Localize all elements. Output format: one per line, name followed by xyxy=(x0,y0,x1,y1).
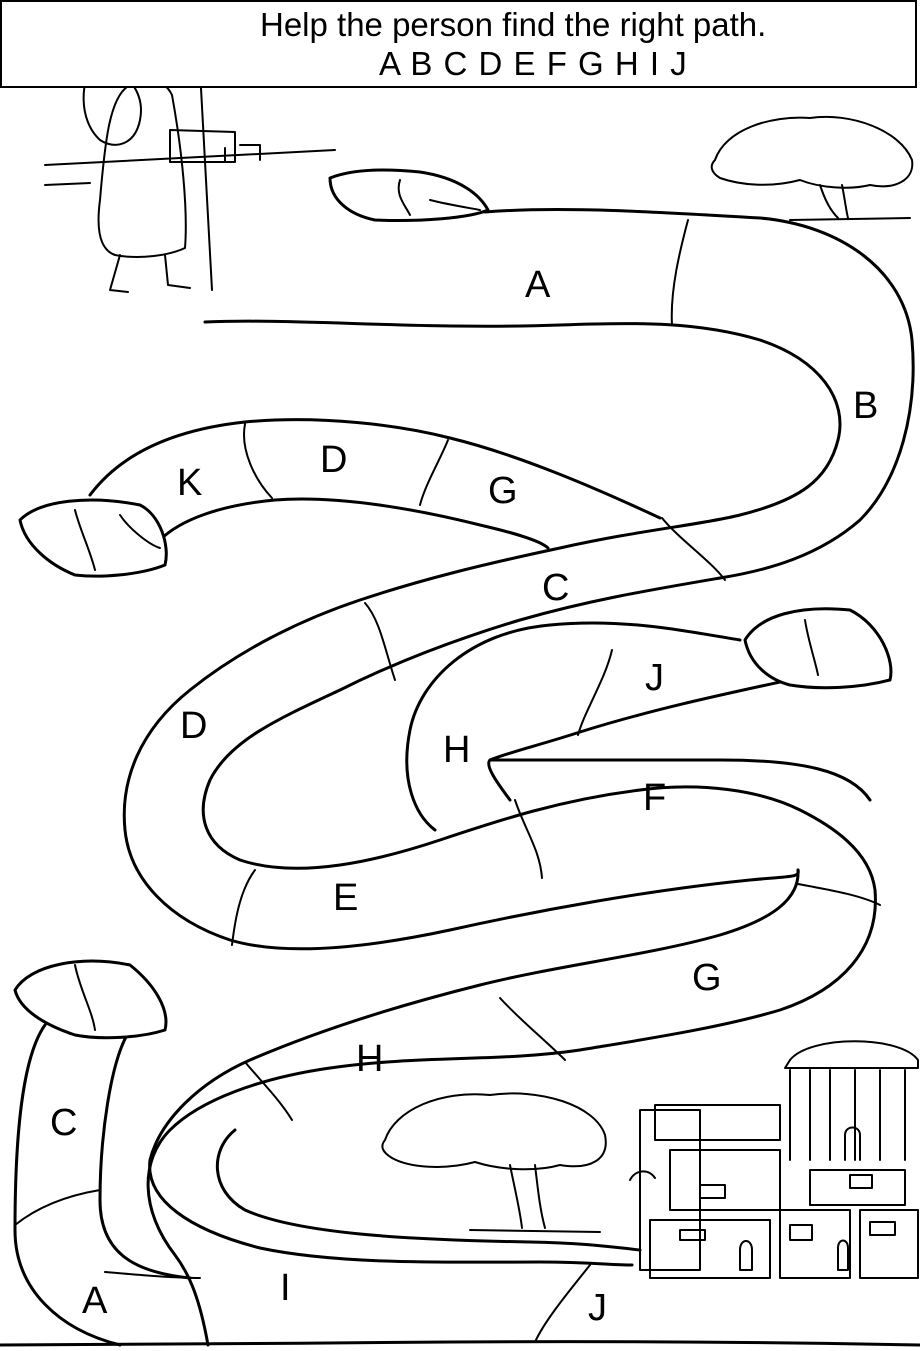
rock-icon xyxy=(743,607,893,690)
label-c-middle: C xyxy=(542,567,569,609)
label-c-lower: C xyxy=(50,1102,77,1144)
label-a-bottom: A xyxy=(82,1280,108,1322)
tree-icon xyxy=(710,115,914,221)
label-g-lower: G xyxy=(692,957,722,999)
label-j-lower: J xyxy=(588,1287,607,1329)
label-j-upper: J xyxy=(645,657,664,699)
city-illustration xyxy=(629,1040,919,1279)
label-h-lower: H xyxy=(356,1038,383,1080)
instruction-box: Help the person find the right path. A B… xyxy=(0,0,917,88)
rock-icon xyxy=(13,959,168,1040)
tree-icon xyxy=(381,1092,607,1233)
label-a-top: A xyxy=(525,264,551,306)
label-d-middle: D xyxy=(180,705,207,747)
label-b: B xyxy=(853,385,878,427)
label-d-upper: D xyxy=(320,439,347,481)
label-h-upper: H xyxy=(443,729,470,771)
winding-road xyxy=(0,208,920,1347)
path-labels: A B K D G C J D H F E G H C A I J xyxy=(50,264,878,1329)
label-g-upper: G xyxy=(488,470,518,512)
letter-sequence: A B C D E F G H I J xyxy=(379,45,688,82)
label-k: K xyxy=(177,462,202,504)
label-e: E xyxy=(333,877,358,919)
instruction-text: Help the person find the right path. xyxy=(260,6,767,43)
rock-icon xyxy=(18,498,168,578)
label-i: I xyxy=(280,1267,291,1309)
label-f: F xyxy=(643,777,666,819)
rock-icon xyxy=(328,168,490,223)
path-dividers xyxy=(14,219,881,1343)
